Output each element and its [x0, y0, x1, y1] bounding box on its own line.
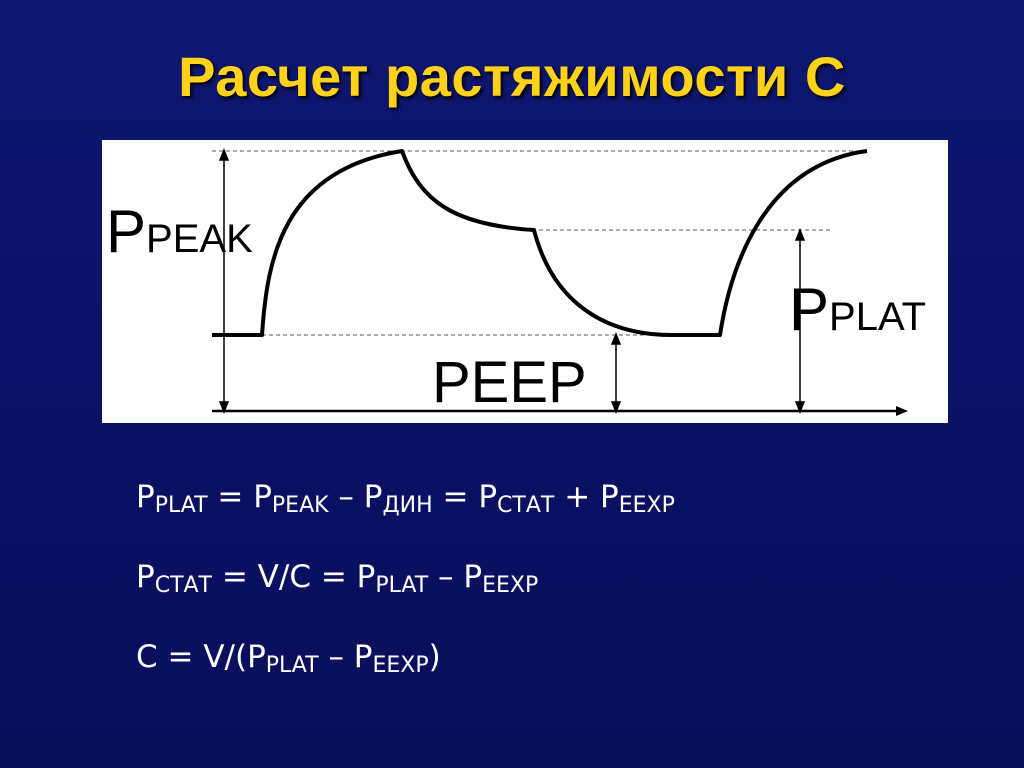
p-peak-label: PPEAK — [106, 198, 253, 265]
time-axis-arrowhead — [896, 406, 908, 416]
formula-line-1: PPLAT = PPEAK – PДИН = PСТАТ + PEEXP — [136, 479, 675, 518]
peep-label: PEEP — [432, 350, 587, 415]
plateau-pressure-arrow — [794, 227, 806, 415]
peep-arrow — [610, 331, 622, 415]
pressure-waveform-curve — [212, 149, 868, 337]
formula-line-2: PСТАТ = V/C = PPLAT – PEEXP — [136, 559, 539, 598]
slide-title: Расчет растяжимости С — [178, 45, 846, 108]
pressure-waveform-diagram: PPEAK PPLAT PEEP — [102, 140, 948, 423]
p-plat-label: PPLAT — [789, 276, 926, 343]
peak-pressure-arrow — [218, 147, 230, 415]
formula-line-3: C = V/(PPLAT – PEEXP) — [136, 639, 441, 678]
